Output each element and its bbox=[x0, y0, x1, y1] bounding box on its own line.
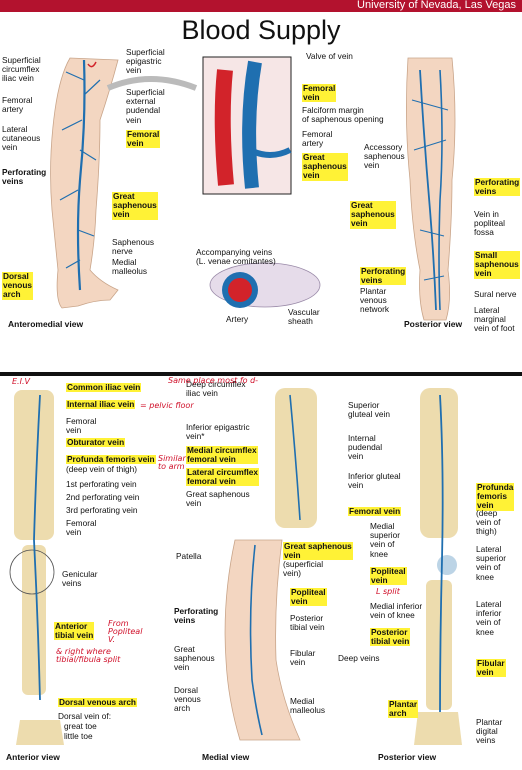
label-perforating-veins-bm: Perforating veins bbox=[174, 606, 219, 626]
label-plantar-venous-network: Plantar venous network bbox=[360, 286, 390, 315]
label-lateral-circumflex-femoral-vein-highlight: Lateral circumflex femoral vein bbox=[186, 467, 260, 487]
anteromedial-leg-figure bbox=[50, 57, 198, 309]
label-femoral-vein-inset-highlight: Femoral vein bbox=[302, 83, 337, 103]
view-caption-anterior: Anterior view bbox=[6, 752, 60, 762]
university-name: University of Nevada, Las Vegas bbox=[357, 0, 516, 11]
label-popliteal-vein-br-highlight: Popliteal vein bbox=[370, 566, 407, 586]
label-superficial-external-pudendal-vein: Superficial external pudendal vein bbox=[126, 87, 165, 125]
label-great-saphenous-vein-bm-lower: Great saphenous vein bbox=[174, 644, 215, 673]
label-dorsal-venous-arch-bm: Dorsal venous arch bbox=[174, 685, 201, 714]
label-lateral-cutaneous-vein: Lateral cutaneous vein bbox=[2, 124, 41, 153]
vascular-sheath-figure bbox=[209, 262, 321, 308]
label-valve-of-vein: Valve of vein bbox=[306, 51, 353, 61]
label-superficial-vein: (superficial vein) bbox=[283, 559, 324, 579]
label-lateral-inferior-vein-of-knee: Lateral inferior vein of knee bbox=[476, 599, 502, 637]
view-caption-medial: Medial view bbox=[202, 752, 250, 762]
label-2nd-perforating-vein: 2nd perforating vein bbox=[66, 492, 140, 502]
label-femoral-vein-highlight: Femoral vein bbox=[126, 129, 161, 149]
label-femoral-vein-bl-lower: Femoral vein bbox=[66, 518, 97, 538]
handwriting-similar-to-arm: Similar to arm bbox=[158, 454, 186, 471]
label-falciform-margin: Falciform margin of saphenous opening bbox=[302, 105, 384, 125]
label-deep-veins: Deep veins bbox=[338, 653, 380, 663]
label-medial-malleolus-bm: Medial malleolus bbox=[290, 696, 326, 716]
label-common-iliac-vein-highlight: Common iliac vein bbox=[66, 382, 142, 393]
label-dorsal-venous-arch-highlight: Dorsal venous arch bbox=[2, 271, 34, 300]
label-medial-inferior-vein-of-knee: Medial inferior vein of knee bbox=[370, 601, 423, 621]
label-superficial-circumflex-iliac-vein: Superficial circumflex iliac vein bbox=[2, 55, 41, 84]
posterior-skeleton-figure bbox=[414, 388, 462, 745]
label-saphenous-nerve: Saphenous nerve bbox=[112, 237, 154, 257]
label-great-saphenous-vein-highlight: Great saphenous vein bbox=[112, 191, 158, 220]
handwriting-pelvic-floor: = pelvic floor bbox=[140, 401, 194, 410]
label-profunda-femoris-vein-br-highlight: Profunda femoris vein bbox=[476, 482, 515, 511]
label-internal-iliac-vein-highlight: Internal iliac vein bbox=[66, 399, 136, 410]
handwriting-split: L split bbox=[376, 587, 400, 596]
view-caption-anteromedial: Anteromedial view bbox=[8, 319, 84, 329]
label-1st-perforating-vein: 1st perforating vein bbox=[66, 479, 137, 489]
label-great-saphenous-vein-bm: Great saphenous vein bbox=[186, 489, 250, 509]
label-posterior-tibial-vein-bm: Posterior tibial vein bbox=[290, 613, 325, 633]
label-profunda-femoris-vein-highlight: Profunda femoris vein bbox=[66, 454, 156, 465]
label-deep-circumflex-iliac-vein: Deep circumflex iliac vein bbox=[186, 379, 246, 399]
label-medial-malleolus: Medial malleolus bbox=[112, 257, 148, 277]
label-great-toe: great toe bbox=[64, 721, 97, 731]
label-lateral-marginal-vein: Lateral marginal vein of foot bbox=[474, 305, 515, 334]
label-posterior-tibial-vein-br-highlight: Posterior tibial vein bbox=[370, 627, 411, 647]
label-superficial-epigastric-vein: Superficial epigastric vein bbox=[126, 47, 165, 76]
label-femoral-vein-br-highlight: Femoral vein bbox=[348, 506, 402, 517]
label-great-saphenous-vein-inset-highlight: Great saphenous vein bbox=[302, 152, 348, 181]
posterior-leg-figure bbox=[406, 57, 456, 321]
label-superior-gluteal-vein: Superior gluteal vein bbox=[348, 400, 390, 420]
label-sural-nerve: Sural nerve bbox=[474, 289, 517, 299]
label-accessory-saphenous-vein: Accessory saphenous vein bbox=[364, 142, 405, 171]
label-femoral-vein-bl: Femoral vein bbox=[66, 416, 97, 436]
label-femoral-artery: Femoral artery bbox=[2, 95, 33, 115]
label-fibular-vein-bm: Fibular vein bbox=[290, 648, 316, 668]
label-perforating-veins-right-highlight: Perforating veins bbox=[474, 177, 521, 197]
label-lateral-superior-vein-of-knee: Lateral superior vein of knee bbox=[476, 544, 506, 582]
label-perforating-veins-lower-highlight: Perforating veins bbox=[360, 266, 407, 286]
view-caption-posterior-bottom: Posterior view bbox=[378, 752, 437, 762]
label-femoral-artery-inset: Femoral artery bbox=[302, 129, 333, 149]
label-deep-vein-of-thigh-br: (deep vein of thigh) bbox=[476, 508, 501, 537]
label-vein-in-popliteal-fossa: Vein in popliteal fossa bbox=[474, 209, 505, 238]
view-caption-posterior-top: Posterior view bbox=[404, 319, 463, 329]
label-accompanying-veins: Accompanying veins (L. venae comitantes) bbox=[196, 247, 276, 267]
label-artery: Artery bbox=[226, 314, 249, 324]
label-small-saphenous-vein-highlight: Small saphenous vein bbox=[474, 250, 520, 279]
label-medial-circumflex-femoral-vein-highlight: Medial circumflex femoral vein bbox=[186, 445, 258, 465]
label-dorsal-vein-of: Dorsal vein of: bbox=[58, 711, 112, 721]
label-inferior-gluteal-vein: Inferior gluteal vein bbox=[348, 471, 401, 491]
section-divider bbox=[0, 372, 522, 376]
header-bar: University of Nevada, Las Vegas bbox=[0, 0, 522, 12]
label-internal-pudendal-vein: Internal pudendal vein bbox=[348, 433, 383, 462]
label-great-saphenous-vein-right-highlight: Great saphenous vein bbox=[350, 200, 396, 229]
page-title: Blood Supply bbox=[181, 15, 341, 45]
handwriting-from-popliteal: From Popliteal V. bbox=[108, 619, 143, 644]
label-inferior-epigastric-vein: Inferior epigastric vein* bbox=[186, 422, 250, 442]
label-anterior-tibial-vein-highlight: Anterior tibial vein bbox=[54, 621, 95, 641]
label-plantar-digital-veins: Plantar digital veins bbox=[476, 717, 503, 746]
label-little-toe: little toe bbox=[64, 731, 93, 741]
label-medial-superior-vein-of-knee: Medial superior vein of knee bbox=[370, 521, 400, 559]
label-popliteal-vein-bm-highlight: Popliteal vein bbox=[290, 587, 327, 607]
label-fibular-vein-br-highlight: Fibular vein bbox=[476, 658, 506, 678]
label-3rd-perforating-vein: 3rd perforating vein bbox=[66, 505, 138, 515]
handwriting-eiv: E.I.V bbox=[12, 377, 30, 386]
saphenous-opening-inset bbox=[202, 56, 292, 195]
label-perforating-veins: Perforating veins bbox=[2, 167, 47, 187]
label-great-saphenous-vein-bm-highlight: Great saphenous vein bbox=[283, 541, 353, 561]
label-deep-vein-of-thigh: (deep vein of thigh) bbox=[66, 464, 138, 474]
label-genicular-veins: Genicular veins bbox=[62, 569, 98, 589]
label-vascular-sheath: Vascular sheath bbox=[288, 307, 320, 327]
label-obturator-vein-highlight: Obturator vein bbox=[66, 437, 126, 448]
medial-leg-figure bbox=[224, 388, 317, 741]
handwriting-same-place: Same place most fo d- bbox=[168, 376, 259, 385]
label-plantar-arch-highlight: Plantar arch bbox=[388, 699, 419, 719]
label-dorsal-venous-arch-bl-highlight: Dorsal venous arch bbox=[58, 697, 138, 708]
handwriting-tibial-fibular: & right where tibial/fibula split bbox=[56, 647, 121, 664]
anterior-leg-figure bbox=[9, 390, 64, 745]
label-patella: Patella bbox=[176, 551, 202, 561]
